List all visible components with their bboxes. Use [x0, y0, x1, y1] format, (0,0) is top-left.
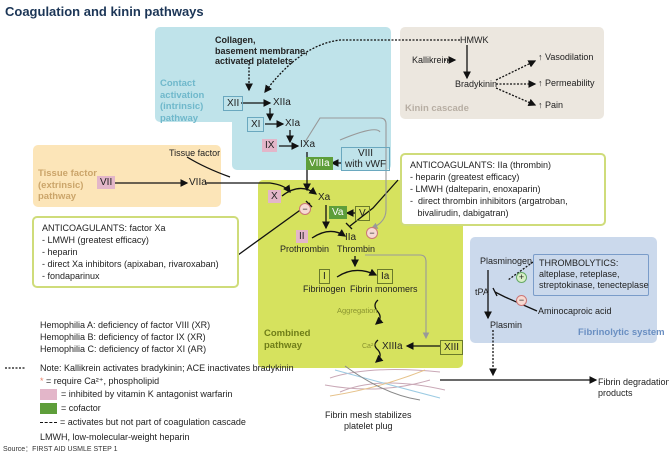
anticoagulants-xa-title: ANTICOAGULANTS: factor Xa [42, 223, 166, 233]
bradykinin: Bradykinin [455, 79, 498, 89]
anticoagulants-xa-item: - heparin [42, 247, 78, 257]
fibrin-mesh-label: Fibrin mesh stabilizes platelet plug [325, 410, 412, 431]
legend-pink-swatch [40, 389, 57, 400]
factor-xia: XIa [285, 118, 301, 129]
factor-xiia: XIIa [273, 97, 291, 108]
effect-permeability: ↑ Permeability [538, 78, 595, 88]
contact-region [155, 27, 391, 122]
page-title: Coagulation and kinin pathways [5, 4, 204, 19]
plasmin: Plasmin [490, 320, 523, 330]
legend-green-text: = cofactor [61, 403, 101, 413]
legend-dashed-text: = activates but not part of coagulation … [60, 417, 246, 427]
thrombin: Thrombin [337, 244, 376, 254]
combined-label: Combined pathway [264, 328, 311, 351]
factor-xa: Xa [318, 192, 331, 203]
anticoagulants-xa-item: - LMWH (greatest efficacy) [42, 235, 149, 245]
kinin-label: Kinin cascade [405, 103, 469, 114]
aminocaproic-minus: − [516, 295, 527, 306]
legend-green-swatch [40, 403, 57, 414]
factor-ixa: IXa [300, 139, 316, 150]
factor-xii: XII [223, 96, 244, 111]
anticoagulants-xa-box: ANTICOAGULANTS: factor Xa - LMWH (greate… [32, 216, 239, 288]
anticoagulants-iia-title: ANTICOAGULANTS: IIa (thrombin) [410, 160, 552, 170]
legend-dashed-line [40, 422, 57, 423]
factor-v: V [355, 206, 370, 221]
prothrombin: Prothrombin [280, 244, 330, 254]
aminocaproic-acid: Aminocaproic acid [538, 306, 612, 316]
tissue-region [33, 145, 221, 207]
hemophilia-b: Hemophilia B: deficiency of factor IX (X… [40, 332, 206, 342]
factor-xiii: XIII [440, 340, 464, 355]
anticoagulants-iia-box: ANTICOAGULANTS: IIa (thrombin) - heparin… [400, 153, 606, 226]
hemophilia-notes: Hemophilia A: deficiency of factor VIII … [40, 319, 210, 355]
star-icon: * [40, 376, 44, 386]
factor-ii: II [296, 230, 308, 243]
fibrinolytic-label: Fibrinolytic system [578, 327, 665, 338]
factor-xi: XI [247, 117, 265, 132]
fibrinogen: Fibrinogen [303, 284, 346, 294]
tpa: tPA [475, 287, 489, 297]
iia-inhibition-minus: − [366, 227, 378, 239]
thrombolytics-title: THROMBOLYTICS: [539, 258, 619, 268]
tissue-factor: Tissue factor [169, 148, 221, 158]
contact-trigger: Collagen, basement membrane, activated p… [215, 35, 308, 66]
factor-x: X [268, 190, 281, 203]
fibrin-mesh [324, 365, 446, 401]
hemophilia-a: Hemophilia A: deficiency of factor VIII … [40, 320, 211, 330]
factor-viia: VIIa [189, 177, 207, 188]
source: Source：FIRST AID USMLE STEP 1 [3, 446, 118, 453]
legend-star-text: = require Ca²⁺, phospholipid [43, 376, 160, 386]
tissue-label: Tissue factor (extrinsic) pathway [38, 168, 97, 202]
xa-inhibition-minus: − [299, 203, 311, 215]
anticoagulants-xa-item: - fondaparinux [42, 271, 100, 281]
thrombolytic-plus: + [516, 272, 527, 283]
factor-vii: VII [97, 176, 116, 189]
legend-pink-text: = inhibited by vitamin K antagonist warf… [61, 389, 233, 399]
legend-star: * = require Ca²⁺, phospholipid [40, 376, 159, 387]
anticoagulants-iia-item: - direct thrombin inhibitors (argatroban… [410, 196, 568, 218]
factor-viiia: VIIIa [306, 157, 333, 170]
anticoagulants-xa-item: - direct Xa inhibitors (apixaban, rivaro… [42, 259, 219, 269]
kallikrein: Kallikrein [412, 55, 449, 65]
calcium: Ca²⁺ [362, 343, 377, 350]
aggregation: Aggregation [337, 306, 378, 315]
contact-label: Contact activation (intrinsic) pathway [160, 78, 205, 124]
anticoagulants-iia-item: - LMWH (dalteparin, enoxaparin) [410, 184, 541, 194]
kinin-region [400, 27, 604, 119]
anticoagulants-iia-item: - heparin (greatest efficacy) [410, 172, 520, 182]
legend-note: Note: Kallikrein activates bradykinin; A… [40, 363, 294, 373]
factor-xiiia: XIIIa [382, 341, 403, 352]
hemophilia-c: Hemophilia C: deficiency of factor XI (A… [40, 344, 207, 354]
factor-i: I [319, 269, 330, 284]
fibrin-monomers: Fibrin monomers [350, 284, 418, 294]
thrombolytics-box: THROMBOLYTICS: alteplase, reteplase, str… [533, 254, 649, 296]
effect-pain: ↑ Pain [538, 100, 564, 110]
factor-viii: VIII with vWF [341, 147, 391, 171]
legend-lmwh: LMWH, low-molecular-weight heparin [40, 432, 190, 442]
thrombolytics-list: alteplase, reteplase, streptokinase, ten… [539, 269, 649, 290]
factor-ia: Ia [377, 269, 394, 284]
factor-iia: IIa [345, 232, 357, 243]
effect-vasodilation: ↑ Vasodilation [538, 52, 594, 62]
plasminogen: Plasminogen [480, 256, 533, 266]
hmwk: HMWK [460, 35, 489, 45]
factor-va: Va [329, 206, 347, 219]
fibrin-degradation-products: Fibrin degradation products [598, 377, 669, 398]
factor-ix: IX [262, 139, 278, 152]
